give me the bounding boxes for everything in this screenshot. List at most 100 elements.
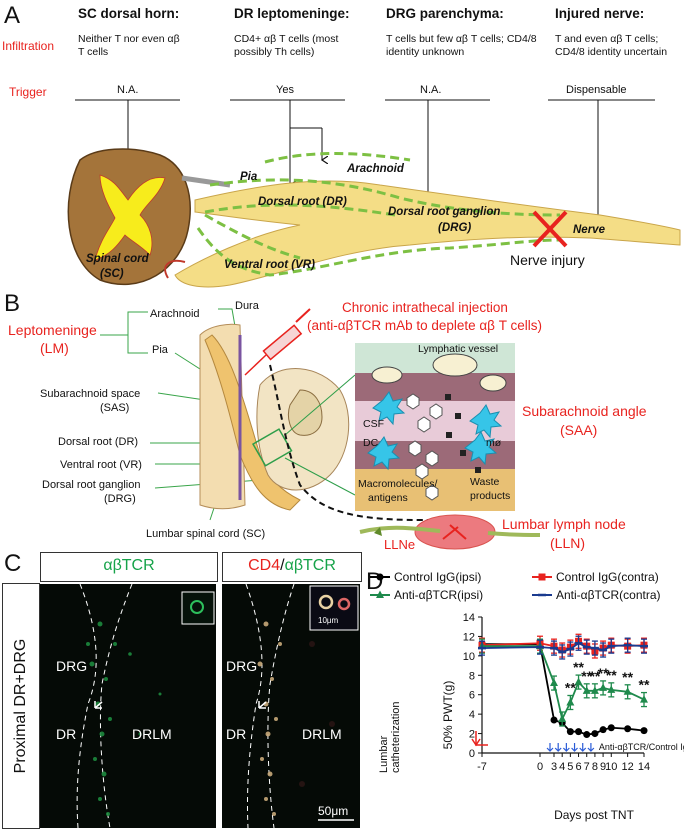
column-infiltration: T cells but few αβ T cells; CD4/8 identi… [386, 33, 537, 58]
data-point [574, 677, 583, 686]
panel-b-label: B [4, 290, 21, 317]
series-circle [478, 640, 648, 739]
trigger-nerve: Dispensable [566, 84, 627, 96]
spinal-cord-abbr-label: (SC) [100, 268, 124, 280]
data-point [607, 724, 615, 732]
dr-b-label: Dorsal root (DR) [58, 436, 139, 448]
series-line [482, 645, 645, 722]
injection-line2: (anti-αβTCR mAb to deplete αβ T cells) [307, 318, 542, 333]
legend-label: Anti-αβTCR(ipsi) [394, 588, 483, 602]
legend-label: Control IgG(ipsi) [394, 570, 481, 584]
x-tick-label: 9 [600, 761, 606, 773]
drlm-micro-label-2: DRLM [302, 726, 342, 742]
x-tick-label: 10 [605, 761, 617, 773]
catheter-arrowhead [471, 738, 481, 747]
trigger-row-label: Trigger [9, 85, 47, 99]
title-sep: / [280, 557, 285, 574]
waste-label: Waste [470, 476, 500, 488]
y-tick-label: 0 [469, 748, 475, 760]
drg-label: Dorsal root ganglion [388, 206, 501, 218]
column-title: SC dorsal horn: [78, 6, 180, 21]
dc-label: DC [363, 437, 379, 449]
y-tick-label: 8 [469, 670, 475, 682]
micrograph-left: DRG DR DRLM [40, 583, 216, 829]
significance-mark: ** [606, 667, 617, 683]
column-title: DR leptomeninge: [234, 6, 350, 21]
arachnoid-line [264, 152, 411, 164]
macro-label: Macromolecules/ [358, 478, 438, 490]
arachnoid-label: Arachnoid [347, 163, 404, 175]
pwt-chart: Control IgG(ipsi)Control IgG(contra)Anti… [370, 570, 684, 822]
title-tcr: αβTCR [284, 557, 336, 574]
column-infiltration: Neither T nor even αβ T cells [78, 33, 180, 58]
scale-bar-label: 50μm [318, 804, 349, 818]
y-tick-label: 4 [469, 709, 475, 721]
data-point [376, 590, 384, 598]
pia-b-label: Pia [152, 344, 168, 356]
injection-arrow [587, 743, 595, 752]
injection-arrow [579, 743, 587, 752]
pia-label: Pia [240, 171, 258, 183]
side-label-box: Proximal DR+DRG [2, 583, 40, 829]
x-tick-label: 7 [584, 761, 590, 773]
data-point [566, 728, 574, 736]
dr-micro-label: DR [56, 726, 77, 742]
sas-abbr-label: (SAS) [100, 402, 130, 414]
significance-mark: ** [639, 677, 650, 693]
saa-label: Subarachnoid angle [522, 403, 647, 419]
column-injured-nerve: Injured nerve: T and even αβ T cells; CD… [555, 6, 685, 59]
saa-abbr-label: (SAA) [560, 422, 598, 438]
data-point [575, 728, 583, 736]
significance-mark: ** [565, 679, 576, 695]
llne-label: LLNe [384, 537, 416, 552]
title-abtcr: αβTCR [40, 552, 218, 582]
chart-annotations: ****************Anti-αβTCR/Control IgG [471, 659, 684, 752]
significance-mark: ** [581, 668, 592, 684]
trigger-drg: N.A. [420, 84, 442, 96]
antigens-label: antigens [368, 492, 408, 504]
syringe-icon [244, 308, 311, 376]
significance-mark: ** [598, 665, 609, 681]
column-sc-dorsal-horn: SC dorsal horn: Neither T nor even αβ T … [78, 6, 228, 59]
nerve-injury-label: Nerve injury [510, 252, 585, 268]
panel-b-illustration [100, 308, 541, 550]
lumbar-sc-label: Lumbar spinal cord (SC) [146, 528, 266, 540]
data-point [558, 714, 567, 722]
csf-label: CSF [363, 418, 384, 430]
column-title: DRG parenchyma: [386, 6, 504, 21]
data-point [550, 678, 558, 687]
dorsal-root-label: Dorsal root (DR) [258, 196, 347, 208]
lln-label: Lumbar lymph node [502, 516, 626, 532]
data-point [640, 695, 648, 703]
injection-line1: Chronic intrathecal injection [342, 300, 508, 315]
data-point [599, 683, 608, 691]
vr-b-label: Ventral root (VR) [60, 459, 142, 471]
significance-mark: ** [573, 659, 584, 675]
x-tick-label: 0 [537, 761, 543, 773]
lymphatic-label: Lymphatic vessel [418, 343, 499, 355]
column-dr-leptomeninge: DR leptomeninge: CD4+ αβ T cells (most p… [234, 6, 384, 59]
y-tick-label: 10 [463, 651, 475, 663]
lln-abbr-label: (LLN) [550, 535, 586, 551]
data-point [591, 730, 599, 738]
micrograph-right: 10μm DRG DR DRLM 50μm [222, 583, 360, 829]
leptomeninge-abbr-label: (LM) [40, 340, 69, 356]
gray-matter-shape [94, 174, 166, 261]
syringe-small-icon [442, 524, 467, 540]
data-point [590, 686, 599, 694]
spinal-cord-label: Spinal cord [86, 253, 149, 265]
trigger-dr: Yes [276, 84, 294, 96]
inset-scale-label: 10μm [318, 616, 339, 625]
cord-longitudinal [199, 323, 246, 510]
drg-abbr-label: (DRG) [438, 222, 472, 234]
y-tick-label: 12 [463, 631, 475, 643]
column-infiltration: T and even αβ T cells; CD4/8 identity un… [555, 33, 668, 58]
drg-b-label: Dorsal root ganglion [42, 479, 141, 491]
x-axis-label: Days post TNT [554, 808, 634, 822]
chart-legend: Control IgG(ipsi)Control IgG(contra)Anti… [370, 570, 661, 602]
ventral-root-label: Ventral root (VR) [224, 259, 315, 271]
leptomeninge-label: Leptomeninge [8, 322, 97, 338]
chart-series [478, 633, 648, 739]
column-infiltration: CD4+ αβ T cells (most possibly Th cells) [234, 33, 339, 58]
